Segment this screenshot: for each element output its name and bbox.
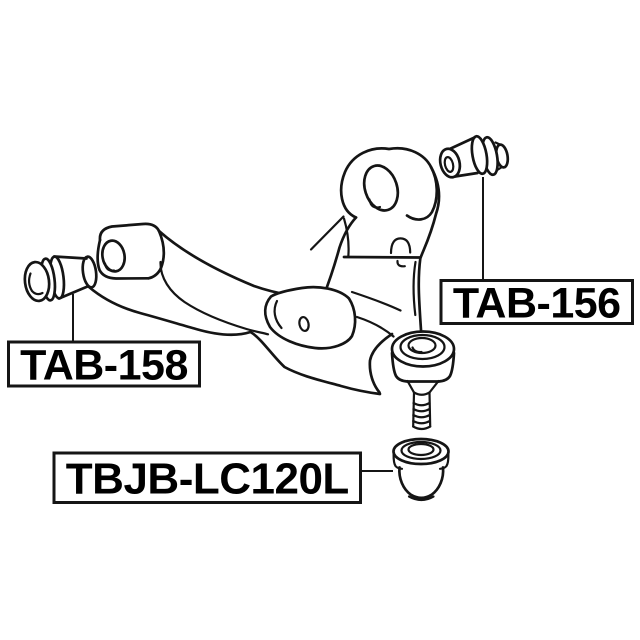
arm-housing-bottom [96, 238, 150, 280]
rear-bushing-bore [443, 156, 455, 173]
balljoint-wall-left [390, 351, 409, 383]
arm-housing-top [98, 222, 161, 242]
front-bushing-body-top [52, 255, 88, 260]
rear-bushing-face [438, 147, 462, 179]
stud-thread-4 [412, 419, 431, 425]
balljoint-taper-right [428, 379, 440, 394]
part-label-tbjb-lc120l: TBJB-LC120L [52, 451, 362, 504]
boss-inner-contour [273, 299, 283, 330]
balljoint-taper-left [406, 379, 416, 394]
rear-bushing-body-bottom [453, 171, 479, 178]
arm-lower-edge [87, 285, 382, 396]
stud-thread-3 [412, 413, 431, 419]
ball-joint-illustration [390, 330, 456, 431]
rear-bushing-flange-1 [470, 134, 489, 176]
front-bushing-body-bottom [57, 285, 89, 300]
label-box-tbjb-lc120l [52, 451, 362, 504]
gooseneck-chamfer [309, 215, 345, 251]
balljoint-collar [412, 391, 431, 396]
front-bushing-illustration [23, 255, 98, 303]
gooseneck-inner-line [342, 217, 350, 258]
label-text-tab-158: TAB-158 [20, 342, 188, 390]
boot-body [398, 466, 445, 500]
gooseneck-right-edge [417, 165, 441, 332]
rear-bushing-cap-top-line [494, 141, 503, 147]
part-label-tab-158: TAB-158 [7, 340, 201, 390]
plate-hook-mark [396, 259, 406, 268]
stud-thread-2 [412, 407, 431, 413]
front-bushing-end-cap [81, 255, 98, 289]
boss-to-balljoint-line [355, 315, 395, 338]
rear-eye-outline [339, 146, 439, 221]
gooseneck-left-edge [321, 216, 358, 299]
part-label-tab-156: TAB-156 [439, 279, 634, 328]
stud-thread-1 [412, 401, 431, 407]
stud-bottom [412, 425, 432, 431]
balljoint-stud-top [407, 336, 437, 355]
front-bushing-bore-arc [27, 272, 44, 296]
rear-eye-bore [362, 164, 400, 212]
plate-bump [389, 237, 412, 255]
control-arm-illustration [87, 146, 441, 396]
boot-rim-inner [400, 440, 442, 461]
rear-eye-bore-detail [368, 198, 382, 209]
boot-opening [407, 442, 435, 457]
rear-bushing-illustration [438, 134, 510, 179]
label-box-tab-158 [7, 340, 201, 388]
arm-end-edge [368, 332, 394, 394]
label-text-tab-156: TAB-156 [453, 280, 621, 328]
arm-inner-fold [159, 260, 270, 336]
balljoint-wall-right [437, 351, 456, 383]
label-text-tbjb-lc120l: TBJB-LC120L [66, 455, 349, 504]
plate-to-balljoint-line [350, 290, 402, 312]
gooseneck-right-inner [412, 260, 417, 317]
arm-housing-bore-detail [103, 262, 116, 272]
arm-housing-bore [100, 239, 127, 273]
balljoint-stud-top-detail [411, 346, 423, 354]
label-box-tab-156 [439, 279, 634, 325]
rear-bushing-body-top [446, 136, 476, 152]
plate-top-edge [342, 255, 422, 259]
dust-boot-illustration [392, 437, 450, 502]
center-boss [263, 285, 357, 350]
boot-bottom-arc [407, 495, 435, 502]
boss-slot-hole [298, 315, 310, 333]
